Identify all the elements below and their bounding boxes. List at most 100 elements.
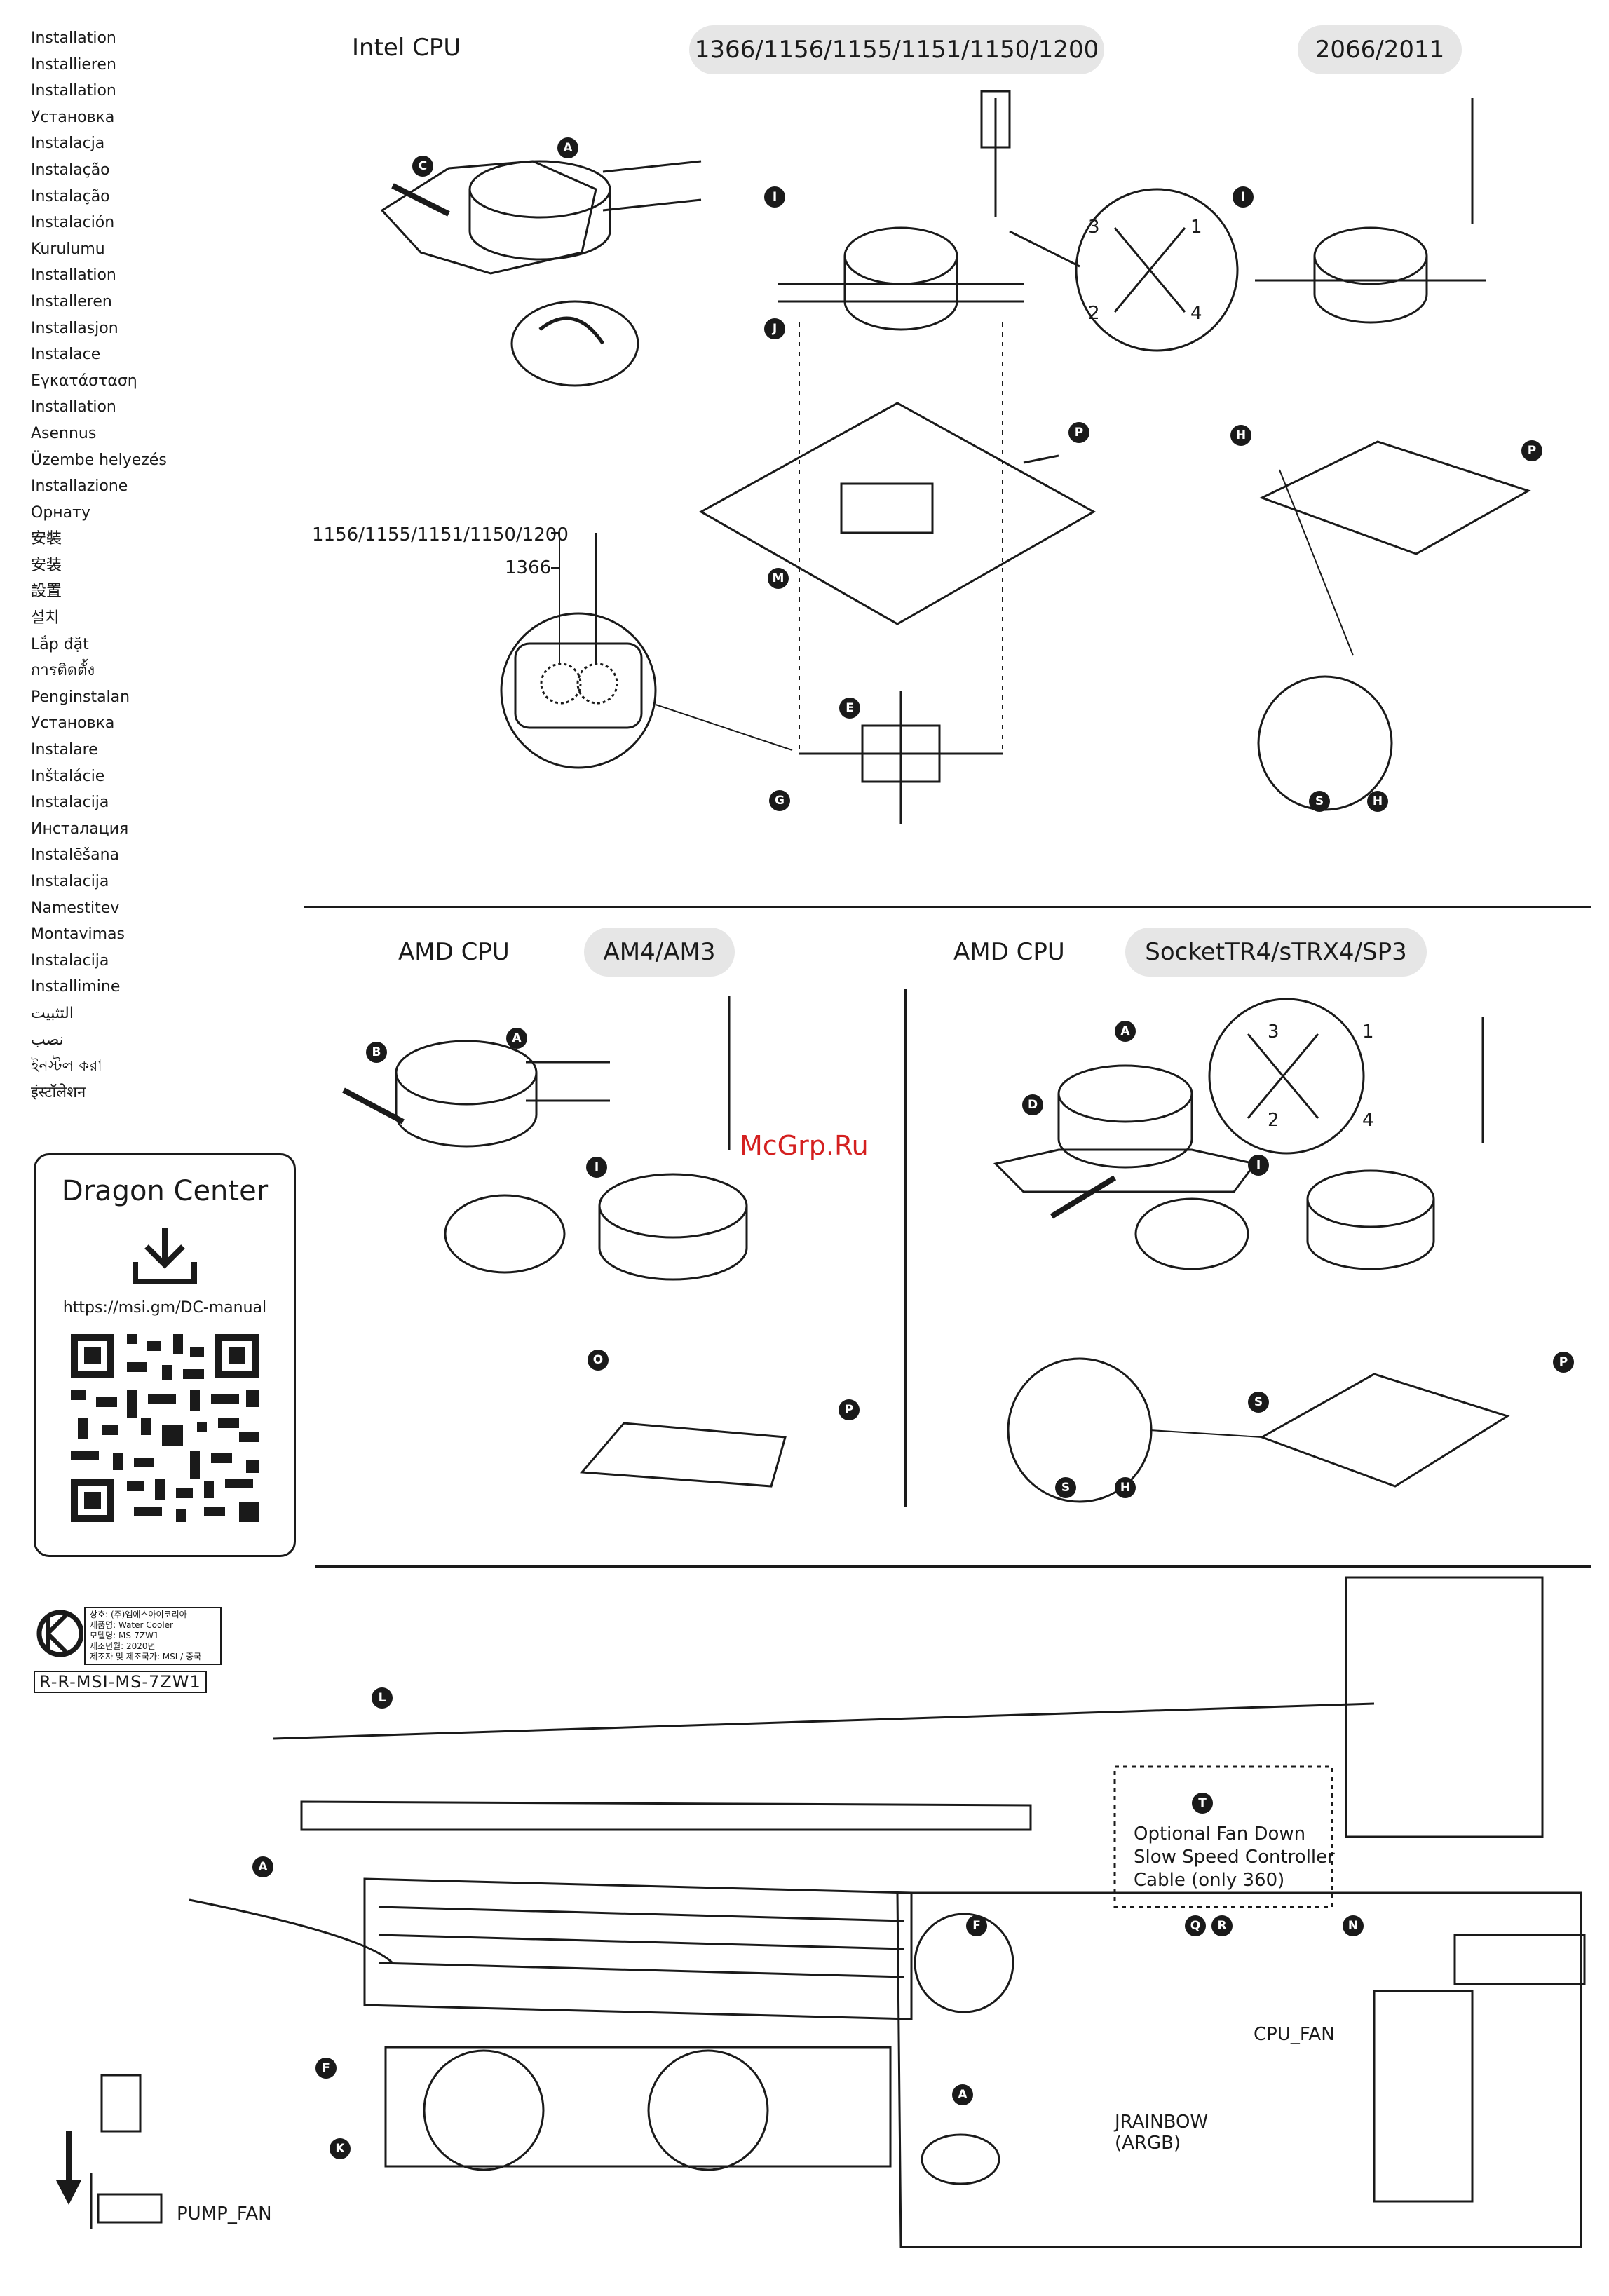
intel-pump-bracket-drawing	[380, 160, 702, 275]
order-number-4: 4	[1190, 303, 1202, 324]
intel-cpu-title: Intel CPU	[352, 34, 461, 62]
language-item: Instalare	[31, 741, 98, 759]
part-badge-p: P	[839, 1399, 860, 1420]
kc-line-date: 제조년월: 2020년	[90, 1641, 156, 1651]
part-badge-k: K	[330, 2138, 351, 2159]
label-1366: 1366	[505, 557, 552, 578]
part-badge-g: G	[769, 790, 790, 811]
part-badge-p: P	[1553, 1352, 1574, 1373]
part-badge-s: S	[1055, 1477, 1076, 1498]
language-item: Instalacja	[31, 135, 105, 153]
amd-tr4-drawing	[993, 998, 1510, 1503]
download-icon	[133, 1228, 197, 1284]
language-item: 安裝	[31, 530, 62, 548]
part-badge-j: J	[764, 318, 785, 339]
dragon-center-title: Dragon Center	[61, 1175, 269, 1207]
kc-registration: R-R-MSI-MS-7ZW1	[34, 1671, 207, 1693]
language-item: Instalação	[31, 187, 110, 205]
language-item: Installation	[31, 29, 116, 47]
intel-hedt-pill: 2066/2011	[1298, 25, 1462, 74]
part-badge-r: R	[1211, 1915, 1233, 1936]
part-badge-n: N	[1343, 1915, 1364, 1936]
optional-cable-line-1: Optional Fan Down	[1134, 1823, 1306, 1845]
part-badge-i: I	[586, 1157, 607, 1178]
amd-tr4-pill: SocketTR4/sTRX4/SP3	[1125, 928, 1427, 977]
language-item: Instalacija	[31, 794, 109, 812]
language-item: 설치	[31, 609, 60, 627]
label-1156-sockets: 1156/1155/1151/1150/1200	[312, 524, 569, 545]
socket-detail-circle	[500, 532, 793, 769]
part-badge-a: A	[506, 1028, 527, 1049]
part-badge-b: B	[366, 1042, 387, 1063]
part-badge-o: O	[588, 1350, 609, 1371]
language-item: Kurulumu	[31, 240, 105, 258]
language-item: Montavimas	[31, 925, 125, 944]
part-badge-e: E	[839, 698, 860, 719]
language-item: Penginstalan	[31, 688, 130, 706]
language-item: Орнату	[31, 503, 90, 522]
part-badge-s: S	[1309, 791, 1330, 812]
watermark: McGrp.Ru	[740, 1130, 869, 1161]
language-item: نصب	[31, 1031, 64, 1049]
language-item: Установка	[31, 108, 115, 126]
language-item: Instalēšana	[31, 846, 120, 864]
language-item: Instalacija	[31, 951, 109, 970]
rotate-icon-intel	[510, 300, 639, 387]
language-item: Installasjon	[31, 319, 118, 337]
intel-hedt-drawing	[1255, 98, 1531, 811]
language-item: Installation	[31, 398, 116, 416]
language-item: Instalace	[31, 346, 101, 364]
order-number-2: 2	[1268, 1110, 1279, 1131]
optional-cable-line-3: Cable (only 360)	[1134, 1870, 1285, 1891]
kc-line-product: 제품명: Water Cooler	[90, 1620, 173, 1630]
language-item: Inštalácie	[31, 767, 105, 785]
amd-left-title: AMD CPU	[398, 938, 510, 966]
optional-cable-line-2: Slow Speed Controller	[1134, 1847, 1335, 1868]
jrainbow-line-2: (ARGB)	[1115, 2133, 1181, 2154]
part-badge-h: H	[1230, 425, 1251, 446]
dragon-center-url[interactable]: https://msi.gm/DC-manual	[62, 1299, 267, 1317]
part-badge-t: T	[1192, 1793, 1213, 1814]
amd-right-title: AMD CPU	[953, 938, 1065, 966]
language-item: Üzembe helyezés	[31, 451, 167, 469]
cpu-fan-label: CPU_FAN	[1254, 2024, 1335, 2045]
section-divider-top	[304, 906, 1591, 908]
part-badge-f: F	[966, 1915, 987, 1936]
order-number-2: 2	[1088, 303, 1100, 324]
part-badge-a: A	[952, 2084, 973, 2105]
order-number-3: 3	[1088, 217, 1100, 238]
part-badge-a: A	[1115, 1021, 1136, 1042]
qr-code-icon[interactable]	[71, 1334, 259, 1522]
language-item: การติดตั้ง	[31, 662, 95, 680]
language-item: التثبيت	[31, 1004, 74, 1022]
part-badge-s: S	[1248, 1392, 1269, 1413]
part-badge-l: L	[372, 1687, 393, 1709]
amd-am4-pill: AM4/AM3	[584, 928, 735, 977]
language-item: Installazione	[31, 477, 128, 496]
language-item: 安装	[31, 556, 62, 574]
language-item: Installation	[31, 82, 116, 100]
language-item: Installeren	[31, 292, 112, 311]
kc-line-model: 모델명: MS-7ZW1	[90, 1631, 159, 1641]
pump-fan-label: PUMP_FAN	[177, 2203, 272, 2224]
part-badge-a: A	[557, 137, 578, 158]
order-number-1: 1	[1362, 1021, 1374, 1042]
radiator-fan-drawing	[90, 1576, 1586, 2248]
order-number-1: 1	[1190, 217, 1202, 238]
part-badge-h: H	[1115, 1477, 1136, 1498]
part-badge-q: Q	[1185, 1915, 1206, 1936]
amd-am4-drawing	[342, 996, 787, 1488]
jrainbow-line-1: JRAINBOW	[1115, 2112, 1209, 2133]
language-item: Instalação	[31, 161, 110, 179]
language-item: 設置	[31, 583, 62, 601]
kc-line-maker: 제조자 및 제조국가: MSI / 중국	[90, 1652, 202, 1662]
language-item: इंस्टॉलेशन	[31, 1083, 86, 1101]
arrow-down-icon	[56, 2131, 81, 2205]
language-item: Εγκατάσταση	[31, 372, 137, 390]
part-badge-c: C	[412, 156, 433, 177]
section-divider-bottom	[315, 1565, 1591, 1568]
kc-info-box: 상호: (주)엠에스아이코리아 제품명: Water Cooler 모델명: M…	[84, 1607, 222, 1665]
amd-divider	[904, 989, 907, 1507]
